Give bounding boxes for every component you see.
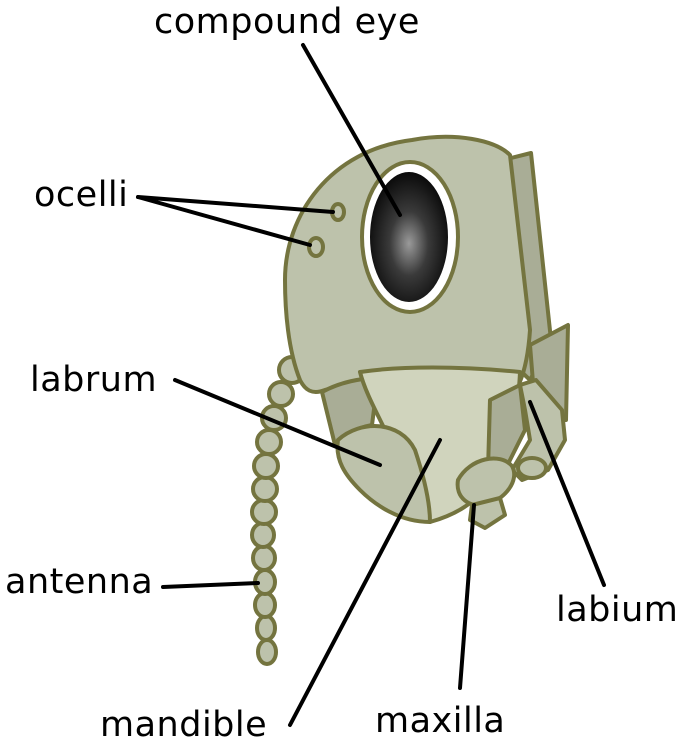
leader-labrum bbox=[173, 378, 382, 467]
label-ocelli: ocelli bbox=[34, 175, 129, 215]
ocelli bbox=[307, 202, 346, 258]
maxilla bbox=[455, 456, 516, 530]
label-mandible: mandible bbox=[100, 705, 268, 745]
label-maxilla: maxilla bbox=[375, 701, 506, 741]
leader-maxilla bbox=[458, 503, 476, 690]
leader-antenna bbox=[161, 581, 260, 589]
label-labium: labium bbox=[556, 590, 679, 630]
leader-labium bbox=[528, 400, 606, 587]
compound-eye bbox=[360, 160, 460, 314]
label-antenna: antenna bbox=[5, 562, 154, 602]
antenna bbox=[250, 305, 360, 666]
leader-lines bbox=[136, 43, 606, 727]
label-labrum: labrum bbox=[30, 360, 158, 400]
labrum bbox=[335, 424, 432, 524]
leader-ocelli-1 bbox=[136, 195, 335, 214]
leader-mandible bbox=[288, 438, 442, 727]
label-compound-eye: compound eye bbox=[154, 2, 420, 42]
leader-compound-eye bbox=[301, 43, 402, 217]
leader-ocelli-2 bbox=[136, 195, 312, 247]
